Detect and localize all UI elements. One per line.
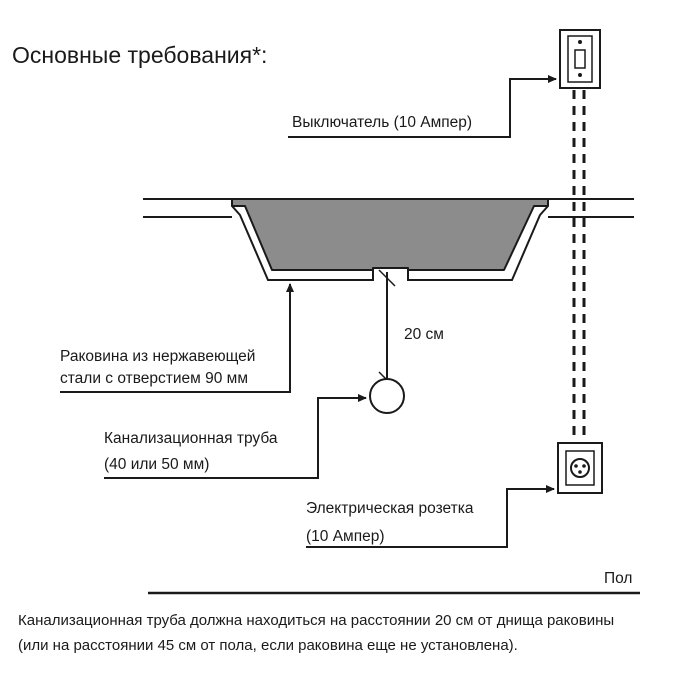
- drain-pipe-icon: [369, 378, 405, 414]
- switch-icon: [559, 29, 601, 89]
- socket-label-line2: (10 Ампер): [306, 528, 385, 545]
- diagram-title: Основные требования*:: [12, 42, 268, 68]
- pipe-label: Канализационная труба (40 или 50 мм): [104, 426, 277, 478]
- socket-label-line1: Электрическая розетка: [306, 500, 474, 517]
- distance-indicator: [378, 269, 396, 389]
- switch-pointer-arrow: [288, 75, 557, 138]
- sink-label-line1: Раковина из нержавеющей: [60, 348, 256, 365]
- sink-bowl: [231, 198, 549, 281]
- sink-label-line2: стали с отверстием 90 мм: [60, 370, 248, 387]
- sink-label: Раковина из нержавеющей стали с отверсти…: [60, 346, 255, 390]
- socket-label: Электрическая розетка (10 Ампер): [306, 495, 473, 551]
- footnote-line2: (или на расстоянии 45 см от пола, если р…: [18, 637, 518, 654]
- footnote-line1: Канализационная труба должна находиться …: [18, 612, 615, 629]
- electrical-cable-dashed: [572, 90, 586, 445]
- pipe-label-line1: Канализационная труба: [104, 430, 278, 447]
- switch-label: Выключатель (10 Ампер): [292, 114, 473, 131]
- socket-icon: [557, 442, 603, 494]
- socket-pointer-arrow: [306, 485, 555, 548]
- countertop: [143, 198, 634, 218]
- sink-pointer-arrow: [60, 283, 294, 393]
- floor-label: Пол: [604, 570, 633, 587]
- distance-label: 20 см: [404, 326, 444, 343]
- pipe-pointer-arrow: [104, 394, 367, 479]
- pipe-label-line2: (40 или 50 мм): [104, 456, 210, 473]
- footnote: Канализационная труба должна находиться …: [18, 608, 614, 658]
